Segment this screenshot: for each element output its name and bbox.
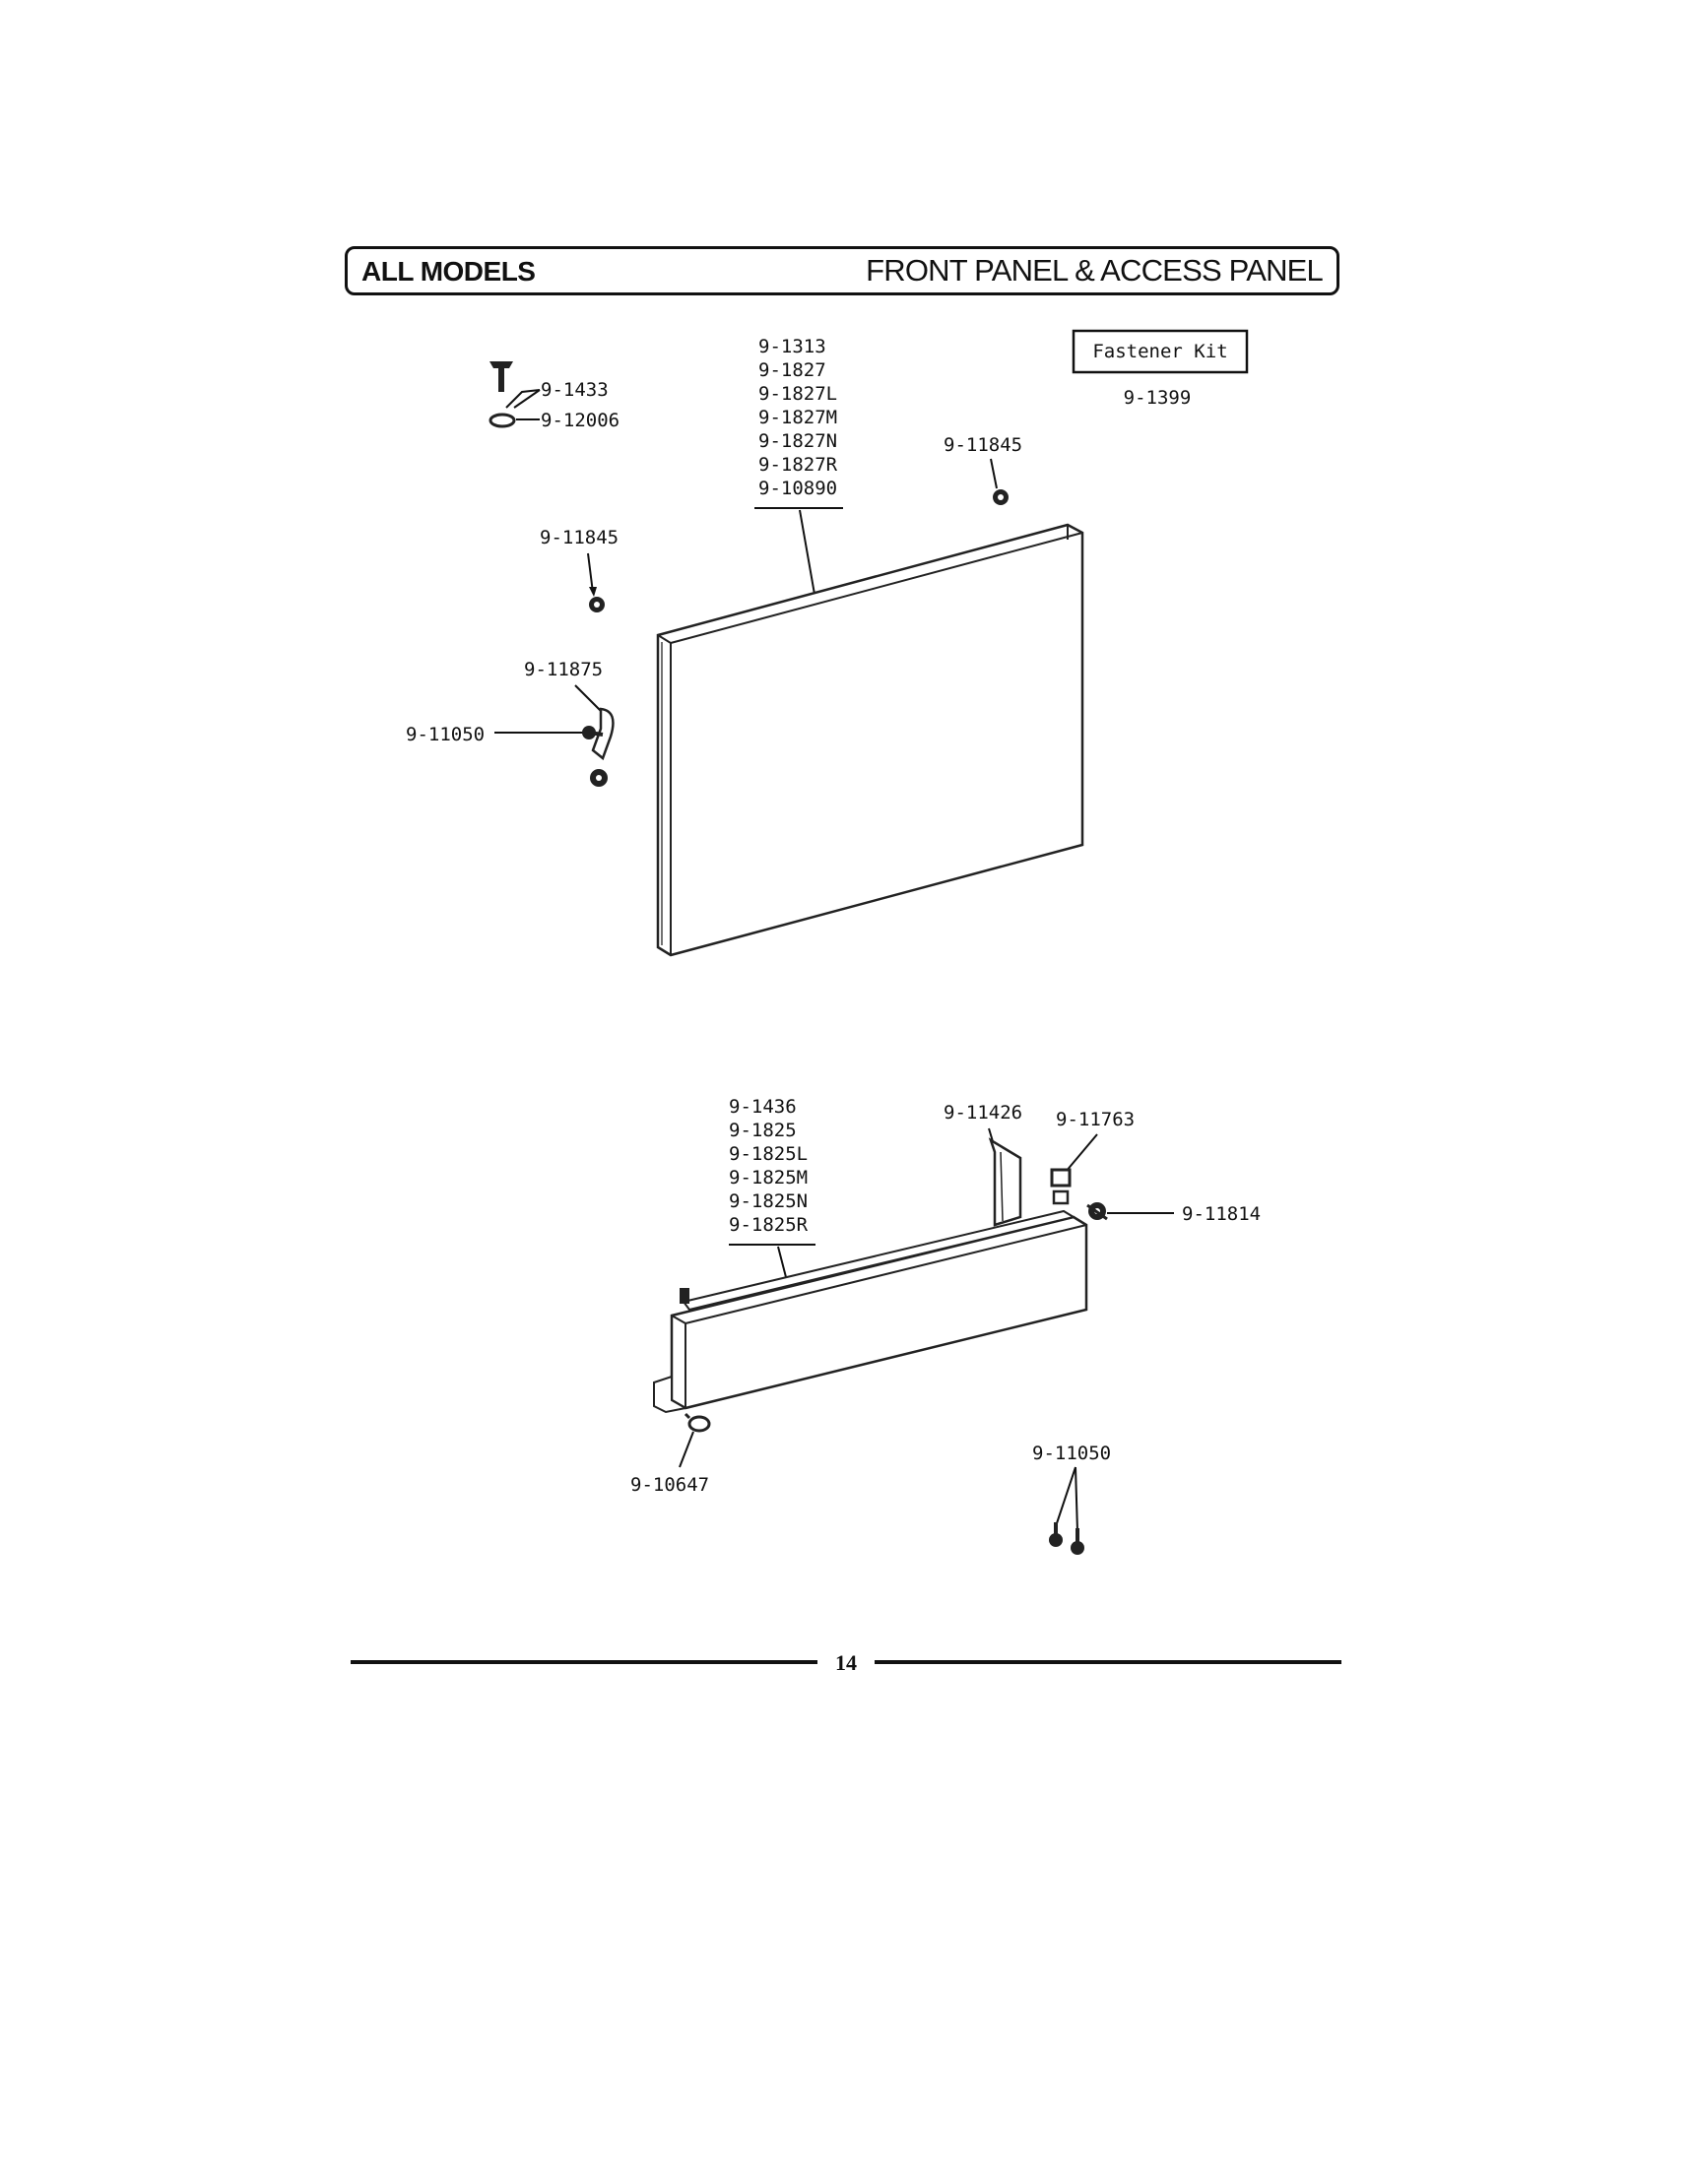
washer-icon bbox=[489, 413, 516, 428]
foot-screw-part-number: 9-10647 bbox=[630, 1474, 709, 1496]
front-panel bbox=[656, 523, 1084, 957]
washer-part-number: 9-12006 bbox=[541, 410, 619, 431]
header-models-label: ALL MODELS bbox=[361, 256, 536, 287]
access-panel-number-1: 9-1436 bbox=[729, 1096, 797, 1118]
front-panel-number-4: 9-1827M bbox=[758, 407, 837, 428]
access-panel-number-4: 9-1825M bbox=[729, 1167, 808, 1188]
page-number: 14 bbox=[835, 1650, 857, 1675]
front-panel-number-3: 9-1827L bbox=[758, 383, 837, 405]
bolt-icon bbox=[1086, 1202, 1108, 1221]
fastener-kit-box bbox=[1072, 329, 1249, 374]
left-nut-part-number: 9-11845 bbox=[540, 527, 619, 548]
header-bar: ALL MODELS FRONT PANEL & ACCESS PANEL bbox=[345, 246, 1339, 295]
bracket-icon bbox=[988, 1137, 1022, 1227]
fastener-kit-number: 9-1399 bbox=[1124, 387, 1192, 409]
nut-icon bbox=[589, 597, 605, 612]
spring-icon bbox=[1050, 1168, 1072, 1205]
bolt-part-number: 9-11814 bbox=[1182, 1203, 1261, 1225]
screw-icon bbox=[1049, 1522, 1063, 1547]
screw-part-number: 9-1433 bbox=[541, 379, 609, 401]
right-nut-part-number: 9-11845 bbox=[944, 434, 1022, 456]
screw-icon bbox=[489, 361, 513, 392]
front-panel-number-6: 9-1827R bbox=[758, 454, 838, 476]
screw-icon bbox=[582, 726, 604, 739]
fastener-kit-label: Fastener Kit bbox=[1092, 341, 1227, 362]
screws-part-number: 9-11050 bbox=[1032, 1443, 1111, 1464]
spring-part-number: 9-11763 bbox=[1056, 1109, 1135, 1130]
header-section-title: FRONT PANEL & ACCESS PANEL bbox=[866, 253, 1324, 288]
screw-icon bbox=[1071, 1528, 1084, 1555]
access-panel-number-3: 9-1825L bbox=[729, 1143, 808, 1165]
front-panel-number-7: 9-10890 bbox=[758, 478, 837, 499]
access-panel-number-6: 9-1825R bbox=[729, 1214, 809, 1236]
clip-icon bbox=[590, 707, 615, 787]
access-panel bbox=[653, 1209, 1088, 1414]
nut-icon bbox=[993, 489, 1009, 505]
clip-screw-part-number: 9-11050 bbox=[406, 724, 485, 745]
clip-part-number: 9-11875 bbox=[524, 659, 603, 680]
access-panel-number-2: 9-1825 bbox=[729, 1120, 797, 1141]
bracket-part-number: 9-11426 bbox=[944, 1102, 1022, 1124]
screw-icon bbox=[684, 1412, 711, 1433]
front-panel-number-1: 9-1313 bbox=[758, 336, 826, 357]
access-panel-number-5: 9-1825N bbox=[729, 1190, 808, 1212]
front-panel-number-2: 9-1827 bbox=[758, 359, 826, 381]
front-panel-number-5: 9-1827N bbox=[758, 430, 837, 452]
